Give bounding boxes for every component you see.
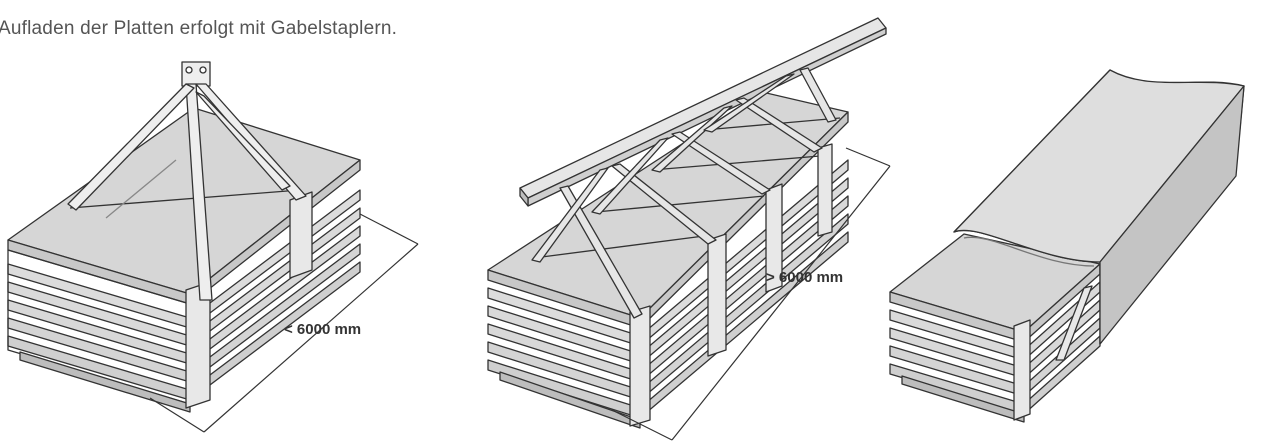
dimension-label-short: < 6000 mm xyxy=(284,321,361,338)
figure-short-stack: < 6000 mm xyxy=(7,61,419,433)
figure-long-stack: > 6000 mm xyxy=(487,17,891,441)
dimension-label-long: > 6000 mm xyxy=(766,269,843,286)
figure-covered-stack xyxy=(889,69,1245,423)
caption-text: Aufladen der Platten erfolgt mit Gabelst… xyxy=(0,18,398,39)
